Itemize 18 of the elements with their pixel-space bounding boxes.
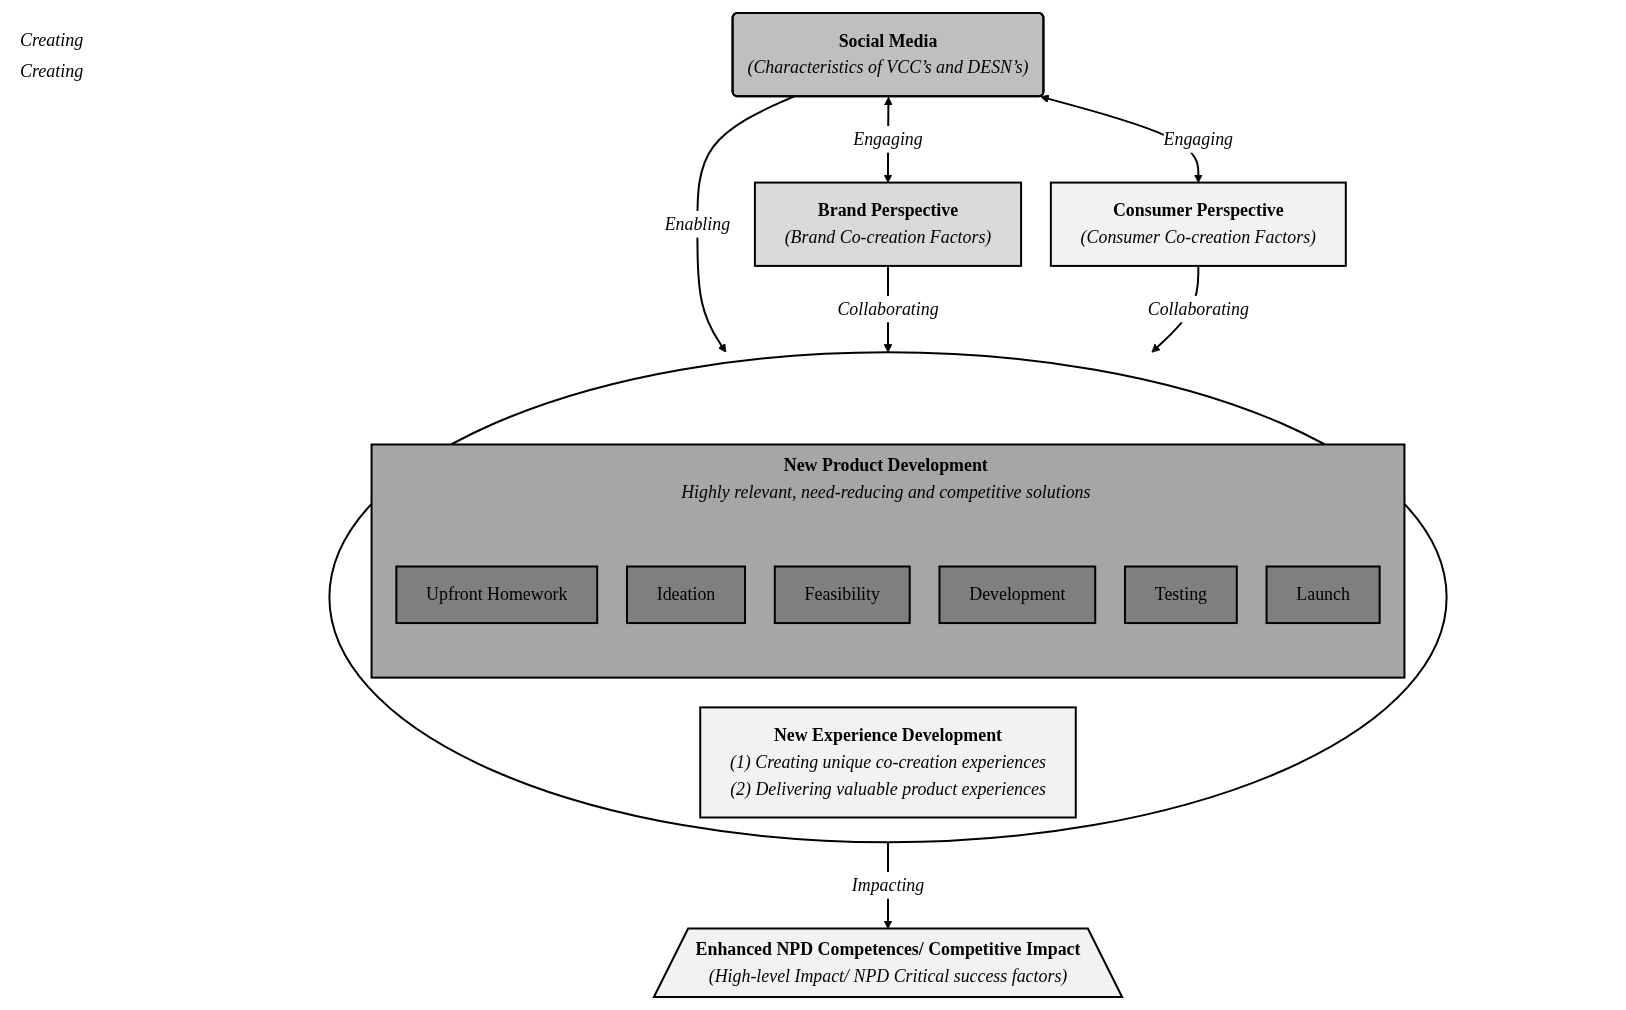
node-box: Development [938,565,1097,625]
edge-label: Collaborating [1147,298,1249,319]
edge-label: Enabling [664,213,731,234]
node-box: Ideation [626,565,746,625]
cycle-label: Creating [20,61,85,82]
edge-label: Impacting [851,875,925,895]
edge-label: Engaging [853,129,923,149]
edge-label: Collaborating [837,298,939,319]
node-box: New Experience Development (1) Creating unique co-creation experiences (2) Delivering valuable product experiences [699,706,1077,819]
edge-label: Engaging [1163,129,1234,149]
node-box: Testing [1124,565,1238,625]
node-box: Launch [1265,565,1381,625]
node-box: Upfront Homework [395,565,599,625]
cycle-label: Creating [20,30,85,51]
node-box: Brand Perspective (Brand Co-creation Factors) [753,181,1023,267]
node-box: Feasibility [773,565,911,625]
node-box: Consumer Perspective (Consumer Co-creation Factors) [1049,181,1347,267]
arrow [696,95,796,353]
